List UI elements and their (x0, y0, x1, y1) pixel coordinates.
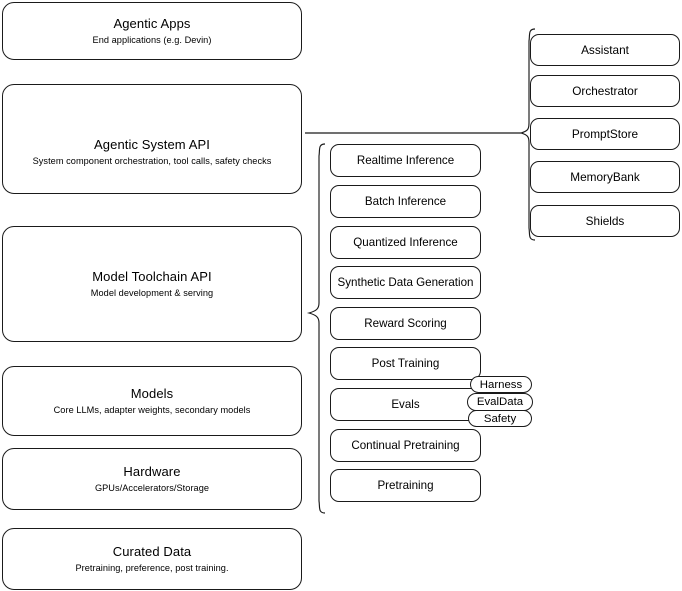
layer-title: Agentic Apps (113, 15, 191, 31)
system-component-promptstore[interactable]: PromptStore (530, 118, 680, 150)
toolchain-item-label: Post Training (371, 357, 440, 370)
toolchain-item-label: Evals (391, 398, 420, 411)
eval-pill-label: Safety (483, 412, 517, 425)
layer-title: Hardware (123, 463, 181, 479)
layer-subtitle: Pretraining, preference, post training. (75, 562, 229, 573)
toolchain-item-quantized-inference[interactable]: Quantized Inference (330, 226, 481, 259)
toolchain-item-label: Realtime Inference (356, 154, 455, 167)
layer-box-models[interactable]: Models Core LLMs, adapter weights, secon… (2, 366, 302, 436)
layer-title: Curated Data (112, 543, 192, 559)
system-component-label: Assistant (581, 43, 629, 57)
eval-pill-label: EvalData (476, 396, 524, 408)
toolchain-item-pretraining[interactable]: Pretraining (330, 469, 481, 502)
layer-box-curated-data[interactable]: Curated Data Pretraining, preference, po… (2, 528, 302, 590)
system-component-shields[interactable]: Shields (530, 205, 680, 237)
layer-subtitle: End applications (e.g. Devin) (92, 34, 212, 45)
toolchain-item-label: Synthetic Data Generation (337, 276, 474, 289)
toolchain-item-batch-inference[interactable]: Batch Inference (330, 185, 481, 218)
layer-subtitle: GPUs/Accelerators/Storage (94, 482, 210, 493)
toolchain-item-post-training[interactable]: Post Training (330, 347, 481, 380)
system-component-assistant[interactable]: Assistant (530, 34, 680, 66)
toolchain-item-reward-scoring[interactable]: Reward Scoring (330, 307, 481, 340)
toolchain-item-continual-pretraining[interactable]: Continual Pretraining (330, 429, 481, 462)
eval-pill-evaldata[interactable]: EvalData (467, 393, 533, 411)
system-component-orchestrator[interactable]: Orchestrator (530, 75, 680, 107)
toolchain-item-label: Continual Pretraining (351, 439, 460, 452)
toolchain-item-label: Pretraining (377, 479, 434, 492)
layer-subtitle: System component orchestration, tool cal… (32, 155, 272, 166)
system-component-memorybank[interactable]: MemoryBank (530, 161, 680, 193)
system-component-label: PromptStore (571, 127, 639, 141)
layer-subtitle: Core LLMs, adapter weights, secondary mo… (53, 404, 251, 415)
system-component-label: Shields (585, 214, 625, 228)
system-component-label: Orchestrator (572, 84, 638, 98)
layer-box-hardware[interactable]: Hardware GPUs/Accelerators/Storage (2, 448, 302, 510)
layer-box-agentic-system-api[interactable]: Agentic System API System component orch… (2, 84, 302, 194)
toolchain-item-label: Reward Scoring (364, 317, 447, 330)
eval-pill-safety[interactable]: Safety (468, 410, 532, 427)
brace-toolchain (306, 143, 326, 514)
eval-pill-harness[interactable]: Harness (470, 376, 532, 393)
toolchain-item-synthetic-data-generation[interactable]: Synthetic Data Generation (330, 266, 481, 299)
toolchain-item-label: Quantized Inference (353, 236, 458, 249)
toolchain-item-realtime-inference[interactable]: Realtime Inference (330, 144, 481, 177)
layer-subtitle: Model development & serving (90, 287, 214, 298)
toolchain-item-evals[interactable]: Evals (330, 388, 481, 421)
layer-box-agentic-apps[interactable]: Agentic Apps End applications (e.g. Devi… (2, 2, 302, 60)
layer-title: Agentic System API (94, 136, 210, 152)
layer-title: Model Toolchain API (92, 268, 212, 284)
layer-title: Models (130, 385, 174, 401)
eval-pill-label: Harness (479, 378, 523, 391)
system-component-label: MemoryBank (570, 170, 640, 184)
layer-box-model-toolchain-api[interactable]: Model Toolchain API Model development & … (2, 226, 302, 342)
toolchain-item-label: Batch Inference (364, 195, 447, 208)
